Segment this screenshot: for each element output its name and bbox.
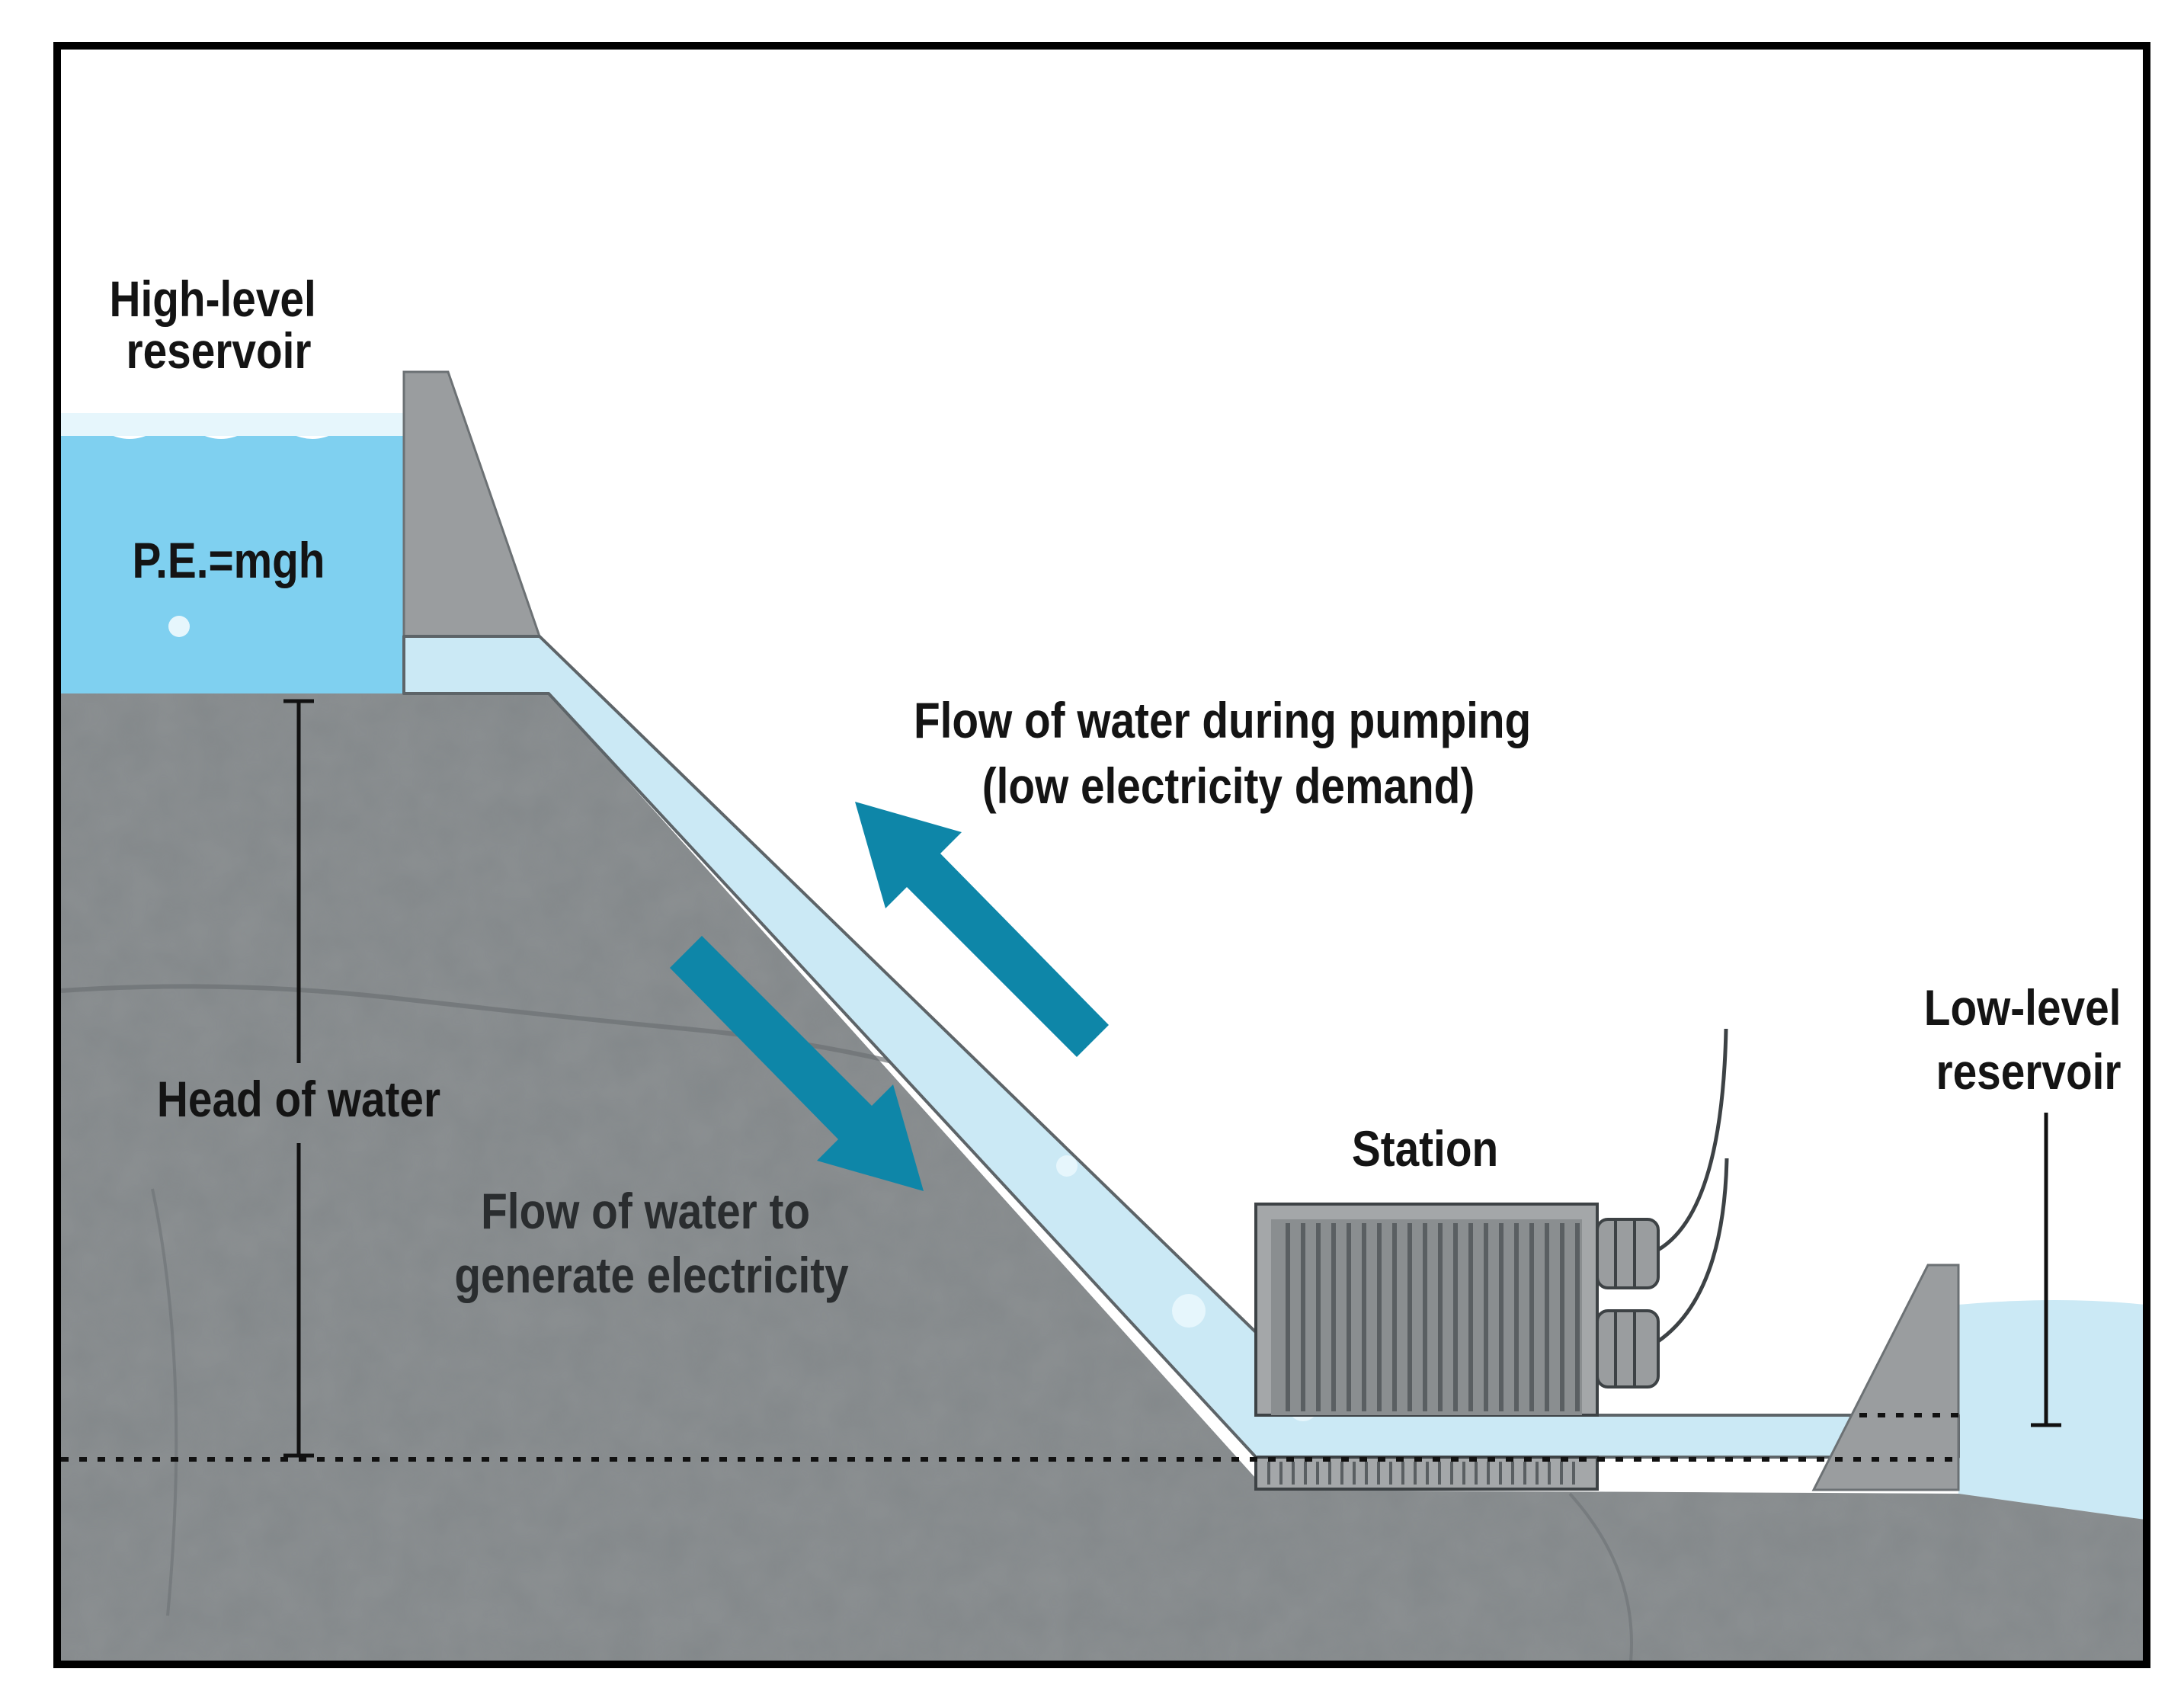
pumping-flow-label: Flow of water during pumping (low electr… bbox=[914, 693, 1543, 815]
power-cable bbox=[1657, 1028, 1728, 1252]
generate-flow-arrow bbox=[670, 936, 924, 1191]
bubble bbox=[168, 616, 190, 637]
high-reservoir-foam bbox=[61, 413, 404, 436]
rock-crack bbox=[1568, 1492, 1633, 1662]
generate-flow-label: Flow of water to generate electricity bbox=[454, 1184, 848, 1304]
generator-coils bbox=[1596, 1218, 1660, 1389]
high-reservoir-label: High-level reservoir bbox=[110, 271, 328, 380]
head-measurement bbox=[283, 699, 314, 1458]
station-label: Station bbox=[1352, 1121, 1498, 1177]
power-cable bbox=[1657, 1158, 1729, 1344]
lower-dam bbox=[1811, 1264, 1960, 1491]
diagram-frame bbox=[53, 42, 2150, 1668]
low-reservoir-water bbox=[1958, 1300, 2145, 1520]
high-reservoir-water bbox=[61, 427, 404, 693]
low-level-marker bbox=[2031, 1113, 2061, 1427]
power-station bbox=[1254, 1028, 1729, 1491]
pe-label: P.E.=mgh bbox=[133, 533, 325, 589]
rock-crack bbox=[151, 1188, 178, 1616]
pumping-flow-arrow bbox=[855, 802, 1109, 1057]
bubble bbox=[1056, 1155, 1078, 1177]
bubble bbox=[1172, 1294, 1206, 1328]
low-reservoir-label: Low-level reservoir bbox=[1924, 980, 2133, 1100]
head-of-water-label: Head of water bbox=[157, 1071, 440, 1128]
